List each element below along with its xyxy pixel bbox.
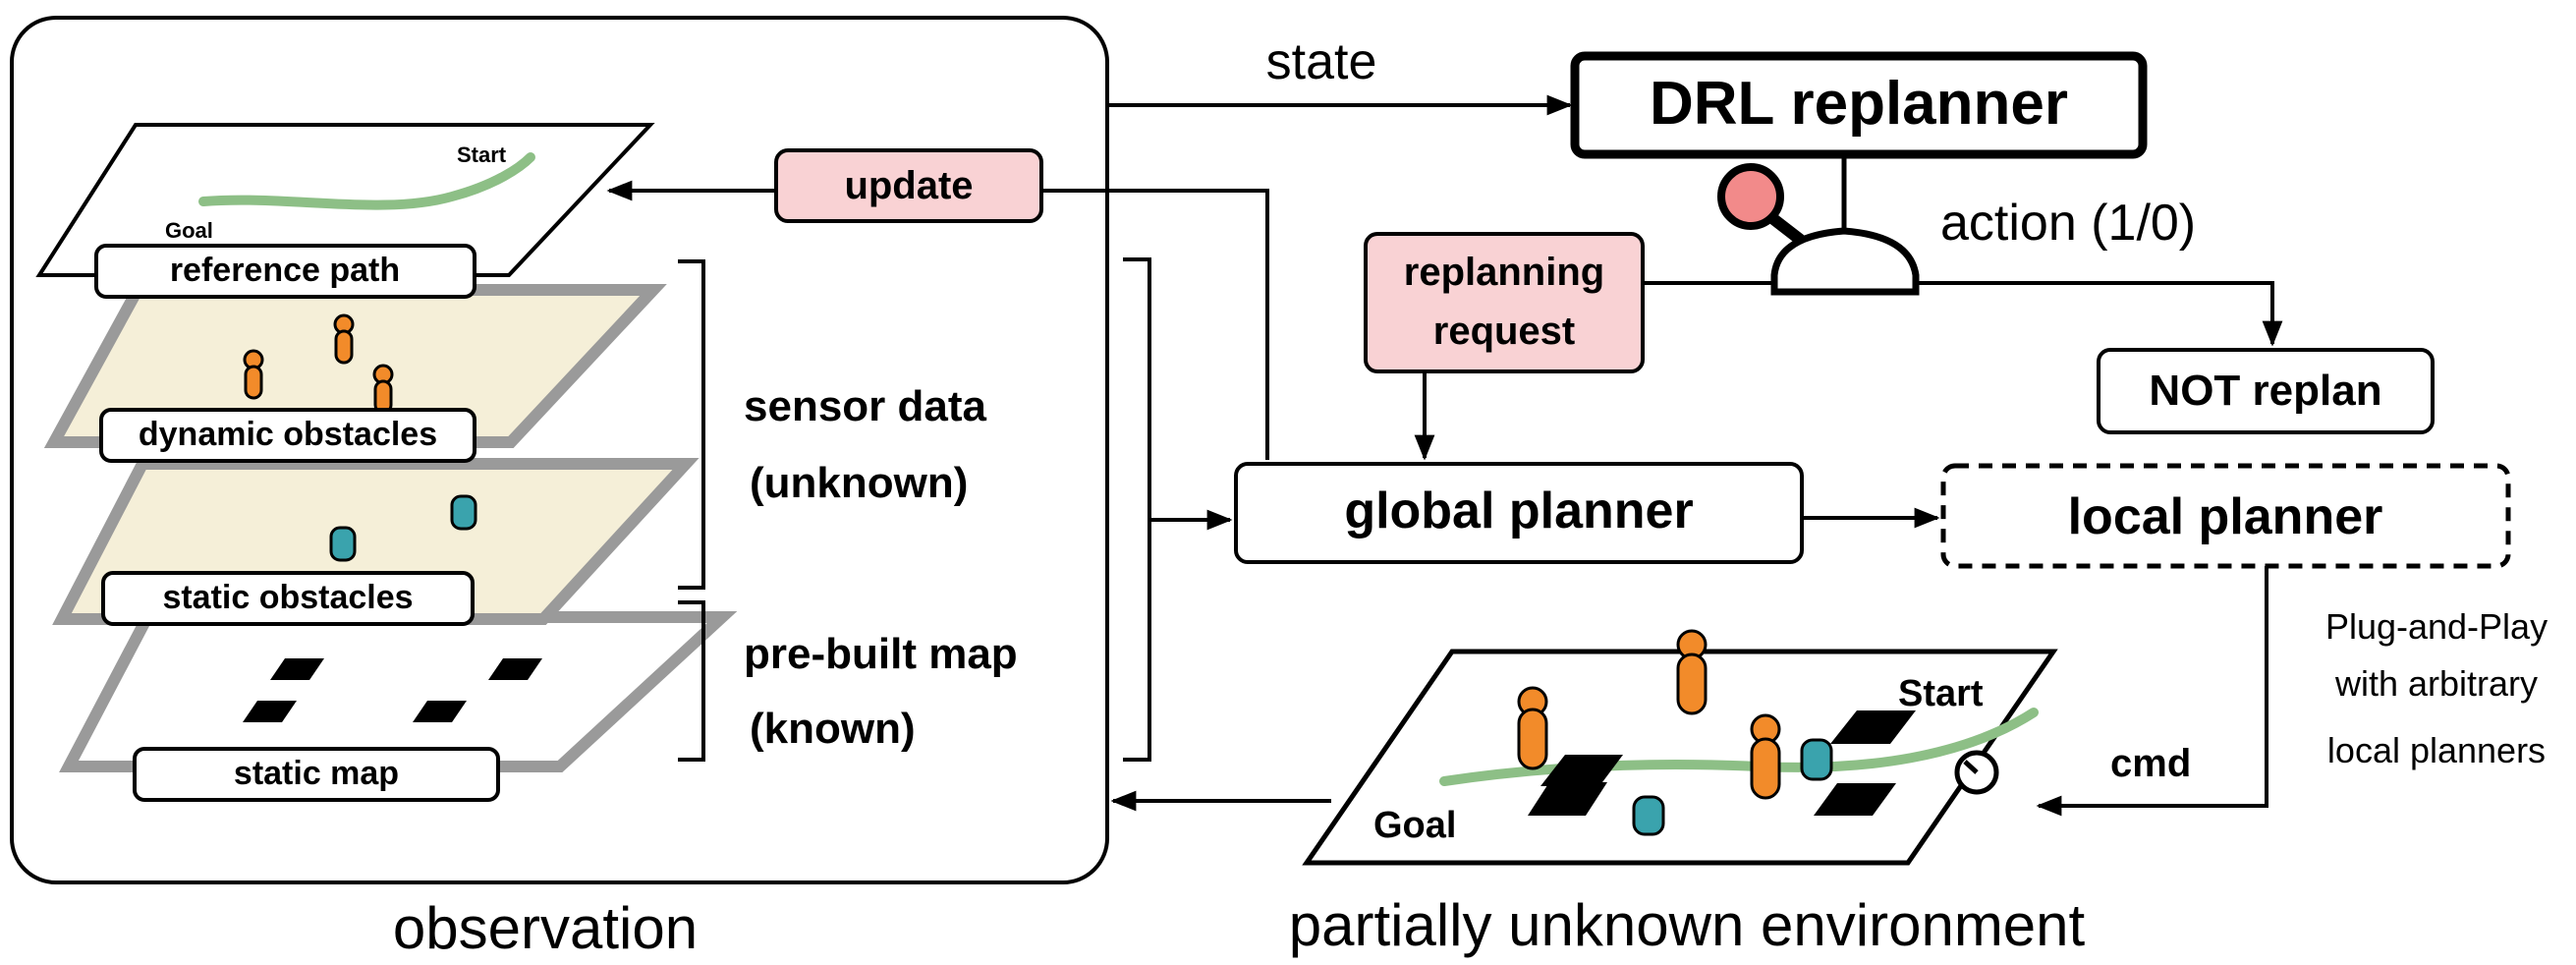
switch-lever-icon [1717,154,1920,296]
local-planner-label: local planner [2068,488,2383,545]
teal-obstacle [1800,738,1833,781]
global-planner-box [1234,462,1804,564]
orange-agent [1750,713,1781,800]
replanning-request-box [1364,232,1645,373]
plug-and-play-line3: local planners [2327,730,2546,770]
reference-path-line [198,152,535,210]
state-label: state [1266,33,1377,90]
map-block [1540,755,1623,786]
plug-and-play-line2: with arbitrary [2334,663,2538,704]
replanning-request-line1: replanning [1404,251,1604,294]
orange-agent [1676,629,1708,715]
teal-obstacle [1632,795,1665,836]
robot-heading [1963,760,1979,774]
map-block [243,701,297,722]
local-planner-box [1940,463,2511,569]
orange-agent [333,313,355,365]
ref-goal-label: Goal [165,218,213,243]
map-block [270,658,324,680]
replanning-request-line2: request [1433,310,1576,353]
inputs-bracket [1123,257,1151,762]
environment-caption: partially unknown environment [1289,892,2086,958]
environment-map: Start Goal [1302,629,2058,866]
dynamic-obstacles-layer: dynamic obstacles [43,284,667,463]
drl-replanner-box [1570,51,2148,159]
action-label: action (1/0) [1940,195,2196,252]
static-map-label-box [133,747,500,802]
static-obstacles-label: static obstacles [162,579,413,616]
global-planner-label: global planner [1344,482,1693,539]
map-block [488,658,542,680]
dynamic-obstacles-label-box [99,408,476,463]
orange-agent [1517,686,1548,770]
map-block [1814,783,1896,816]
observation-caption: observation [393,895,698,961]
sensor-data-bracket [678,259,705,590]
cmd-arrow [2036,566,2268,817]
reference-path-label: reference path [170,252,400,289]
update-label: update [844,164,973,207]
global-to-update-line [1041,189,1269,460]
prebuilt-map-label: pre-built map [744,630,1018,678]
plug-and-play-line1: Plug-and-Play [2325,606,2548,647]
prebuilt-map-bracket [678,600,705,762]
sensor-data-unknown: (unknown) [750,459,968,507]
orange-agent [372,364,394,415]
reference-path-layer: Goal Start reference path [35,123,655,299]
map-block [1528,782,1607,816]
environment-goal-label: Goal [1373,805,1456,846]
static-map-label: static map [234,755,399,792]
static-obstacles-layer: static obstacles [52,458,700,626]
map-block [1830,710,1916,744]
prebuilt-map-known: (known) [750,705,916,753]
not-replan-box [2097,348,2435,434]
switch-to-not-replan-arrow [1916,281,2283,347]
cmd-label: cmd [2110,742,2191,785]
orange-agent [243,349,264,400]
sensor-data-label: sensor data [744,382,987,430]
ref-start-label: Start [457,142,507,167]
not-replan-label: NOT replan [2149,367,2381,415]
update-box [774,148,1043,223]
reference-path-label-box [94,244,476,299]
teal-obstacle [329,526,357,562]
static-obstacles-label-box [101,571,475,626]
environment-start-label: Start [1898,673,1984,714]
map-block [413,701,467,722]
static-map-layer: static map [59,611,738,802]
drl-replanner-title: DRL replanner [1650,70,2068,138]
dynamic-obstacles-label: dynamic obstacles [139,416,437,453]
teal-obstacle [450,494,477,531]
